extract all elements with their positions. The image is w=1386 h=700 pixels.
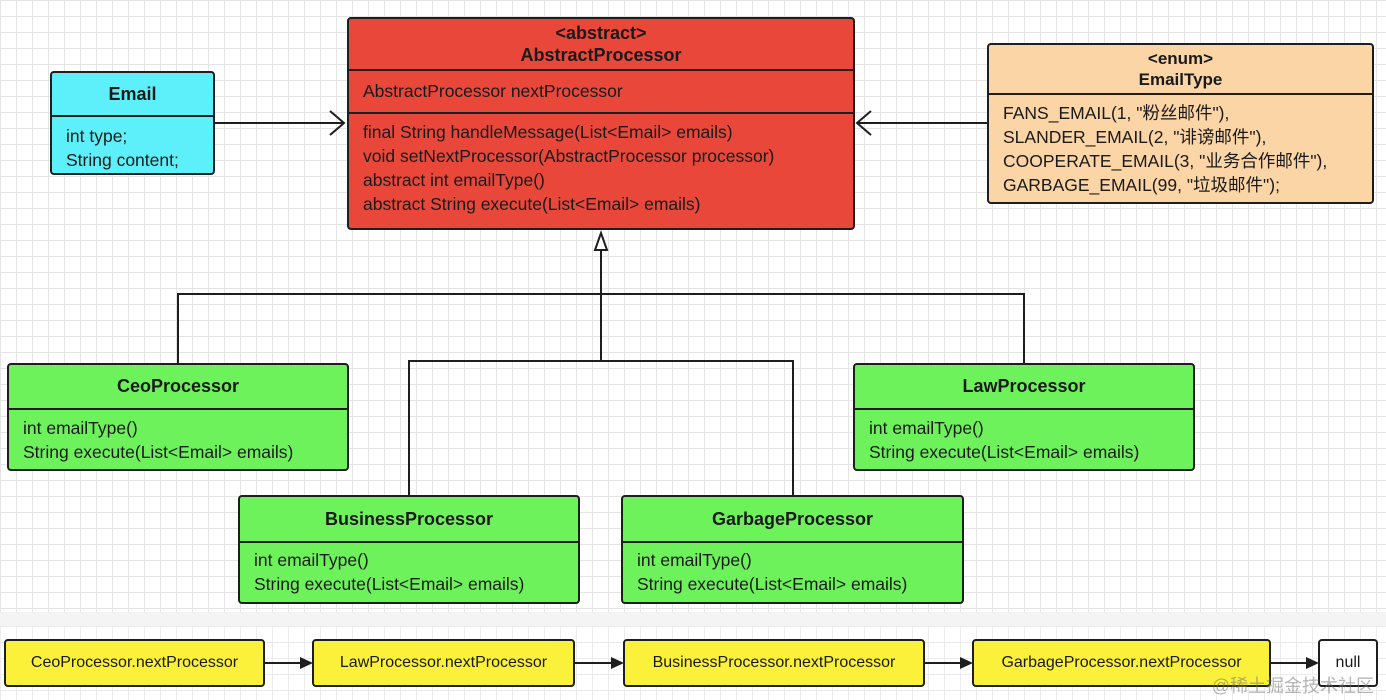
law-method-email-type: int emailType() <box>869 418 984 438</box>
abstract-processor-class: <abstract> AbstractProcessor AbstractPro… <box>347 17 855 230</box>
chain-ceo-next: CeoProcessor.nextProcessor <box>4 639 265 687</box>
business-class-name: BusinessProcessor <box>240 497 578 543</box>
email-class: Email int type; String content; <box>50 71 215 175</box>
garbage-processor-class: GarbageProcessor int emailType() String … <box>621 495 964 604</box>
ceo-method-email-type: int emailType() <box>23 418 138 438</box>
chain-null: null <box>1318 639 1378 687</box>
abstract-method-execute: abstract String execute(List<Email> emai… <box>363 194 701 214</box>
watermark: @稀土掘金技术社区 <box>1211 676 1374 696</box>
ceo-processor-class: CeoProcessor int emailType() String exec… <box>7 363 349 471</box>
chain-garbage-next: GarbageProcessor.nextProcessor <box>972 639 1271 687</box>
abstract-method-handle-message: final String handleMessage(List<Email> e… <box>363 122 733 142</box>
business-method-execute: String execute(List<Email> emails) <box>254 574 525 594</box>
enum-value-garbage: GARBAGE_EMAIL(99, "垃圾邮件"); <box>1003 175 1280 195</box>
chain-law-next: LawProcessor.nextProcessor <box>312 639 575 687</box>
inherit-triangle <box>593 229 609 251</box>
email-field-content: String content; <box>66 150 179 170</box>
abstract-class-name: AbstractProcessor <box>520 45 682 65</box>
law-processor-class: LawProcessor int emailType() String exec… <box>853 363 1195 471</box>
ceo-method-execute: String execute(List<Email> emails) <box>23 442 294 462</box>
enum-class-name: EmailType <box>1138 70 1223 89</box>
enum-value-fans: FANS_EMAIL(1, "粉丝邮件"), <box>1003 103 1230 123</box>
enum-association-arrowhead <box>855 110 872 136</box>
inherit-garbage-branch <box>601 360 794 496</box>
email-type-enum: <enum> EmailType FANS_EMAIL(1, "粉丝邮件"), … <box>987 43 1374 204</box>
inherit-business-branch <box>408 360 601 496</box>
law-class-name: LawProcessor <box>855 365 1193 410</box>
abstract-method-set-next: void setNextProcessor(AbstractProcessor … <box>363 146 775 166</box>
enum-stereotype: <enum> <box>1147 49 1214 68</box>
abstract-field-next-processor: AbstractProcessor nextProcessor <box>363 81 623 101</box>
business-method-email-type: int emailType() <box>254 550 369 570</box>
ceo-class-name: CeoProcessor <box>9 365 347 410</box>
enum-value-cooperate: COOPERATE_EMAIL(3, "业务合作邮件"), <box>1003 151 1328 171</box>
abstract-method-email-type: abstract int emailType() <box>363 170 545 190</box>
email-association-arrowhead <box>329 110 346 136</box>
chain-business-next: BusinessProcessor.nextProcessor <box>623 639 925 687</box>
inherit-ceo-branch <box>177 293 601 363</box>
garbage-class-name: GarbageProcessor <box>623 497 962 543</box>
garbage-method-execute: String execute(List<Email> emails) <box>637 574 908 594</box>
email-field-type: int type; <box>66 126 128 146</box>
garbage-method-email-type: int emailType() <box>637 550 752 570</box>
enum-value-slander: SLANDER_EMAIL(2, "诽谤邮件"), <box>1003 127 1267 147</box>
business-processor-class: BusinessProcessor int emailType() String… <box>238 495 580 604</box>
inherit-law-branch <box>601 293 1025 363</box>
abstract-stereotype: <abstract> <box>555 23 647 43</box>
law-method-execute: String execute(List<Email> emails) <box>869 442 1140 462</box>
email-class-name: Email <box>52 73 213 117</box>
